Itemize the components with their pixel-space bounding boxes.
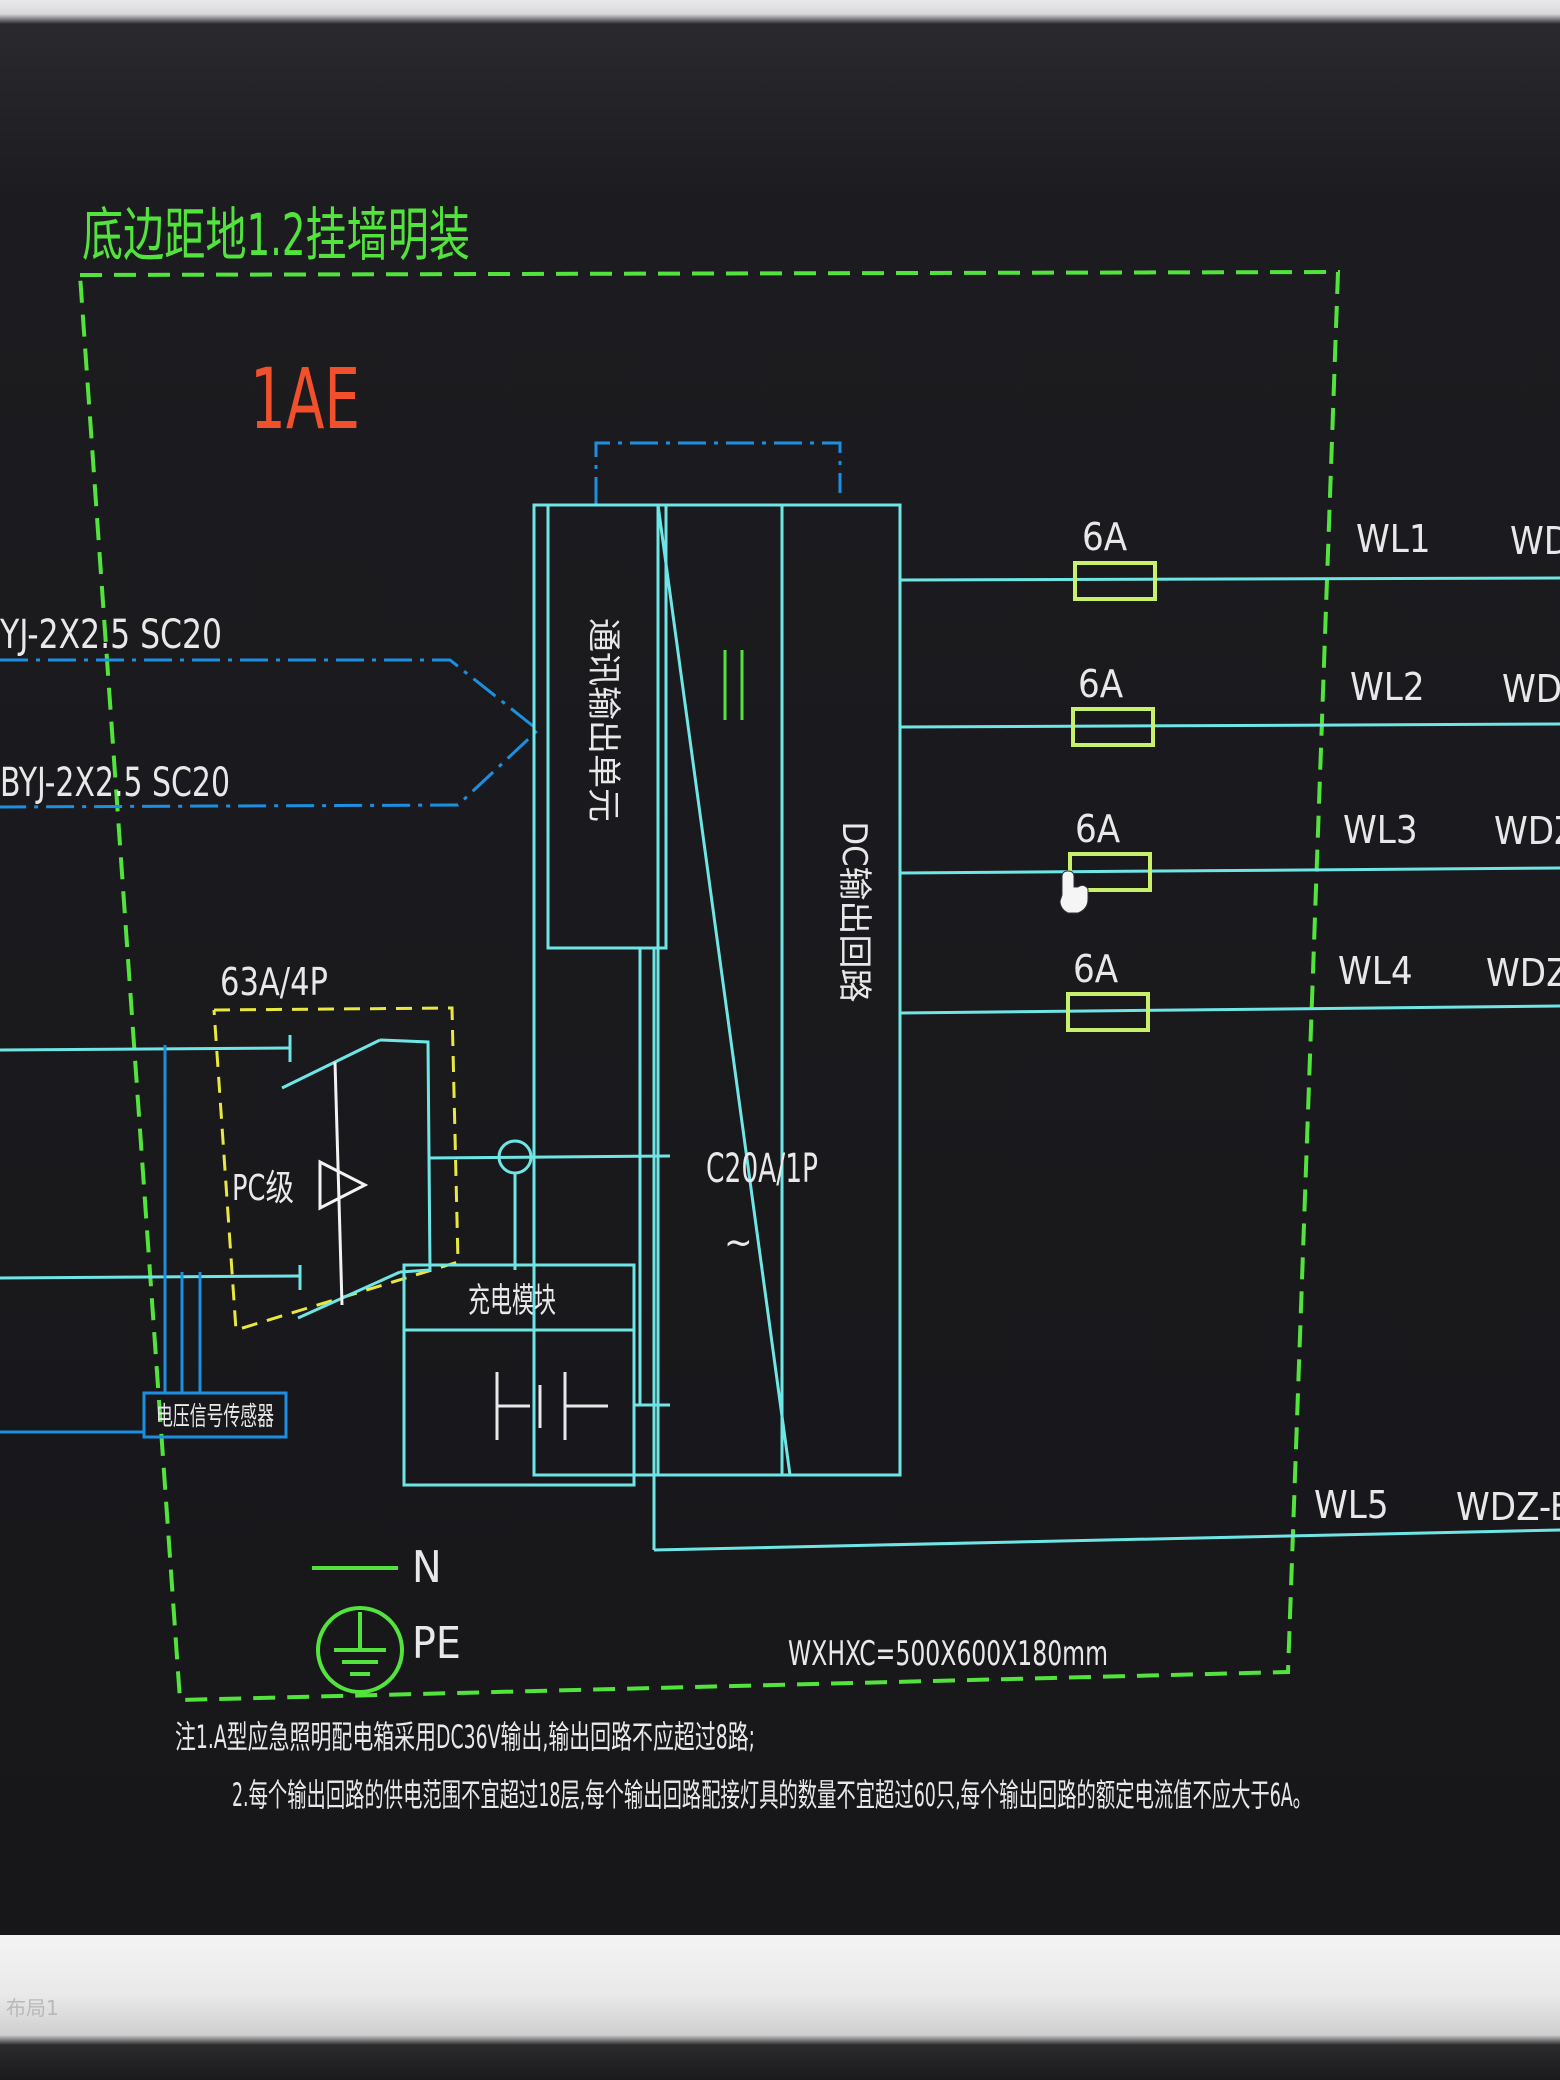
comm-unit-label: 通讯输出单元 [583,618,623,822]
cable-label-wl1: WDZ [1510,519,1560,563]
enclosure-boundary [77,269,1341,1703]
note-1: 注1.A型应急照明配电箱采用DC36V输出,输出回路不应超过8路; [175,1718,755,1756]
legend-pe: PE [412,1618,461,1669]
charging-module-label: 充电模块 [468,1281,556,1321]
comm-interface-box [594,441,842,505]
switch-wiring [0,1035,671,1320]
battery-icon [495,1372,608,1440]
dimension-label: WXHXC=500X600X180mm [788,1634,1108,1674]
cable-label-wl3: WDZ [1494,809,1560,853]
cable-label-wl4: WDZN [1486,951,1560,995]
pc-actuator-icon [318,1159,369,1211]
incoming-cables [0,658,541,809]
cable-label-wl5: WDZ-BY [1456,1485,1560,1529]
incoming-cable-2-label: BYJ-2X2.5 SC20 [0,760,230,806]
fuse-rating-1: 6A [1082,515,1128,559]
charging-module[interactable] [402,1263,670,1487]
capacitor-symbol [723,650,744,720]
incoming-cable-1-label: YJ-2X2.5 SC20 [0,612,222,658]
legend-n: N [412,1542,442,1593]
voltage-sensor-box[interactable] [142,1391,288,1439]
circuit-label-wl5: WL5 [1314,1483,1389,1527]
pc-label: PC级 [232,1168,294,1209]
fuse-wl4[interactable] [1066,992,1150,1032]
voltage-sensor-wiring [0,1045,288,1439]
status-bar [0,1935,1560,2080]
cabinet-frame [532,503,902,1477]
diagram-title: 底边距地1.2挂墙明装 [82,201,470,269]
fuse-wl1[interactable] [1073,561,1157,601]
dc-symbol-label: ~ [724,1220,753,1264]
note-2: 2.每个输出回路的供电范围不宜超过18层,每个输出回路配接灯具的数量不宜超过60… [232,1776,1312,1814]
dc-breaker-label: C20A/1P [706,1146,818,1192]
switch-enclosure [212,1006,460,1332]
fuse-rating-3: 6A [1075,807,1121,851]
panel-id: 1AE [250,350,360,448]
fuse-wl2[interactable] [1071,707,1155,747]
fuse-rating-4: 6A [1073,947,1119,991]
dc-circuit-label: DC输出回路 [834,822,874,1003]
outgoing-circuit-lines [638,576,1560,1552]
earth-icon [316,1606,404,1694]
voltage-sensor-label: 电压信号传感器 [156,1402,274,1432]
switch-rating-label: 63A/4P [220,960,328,1004]
circuit-label-wl1: WL1 [1356,517,1431,561]
cable-label-wl2: WDZ [1502,667,1560,711]
circuit-label-wl3: WL3 [1343,808,1418,852]
hand-cursor-icon [1059,870,1089,914]
circuit-label-wl4: WL4 [1338,949,1413,993]
circuit-label-wl2: WL2 [1350,665,1425,709]
fuse-rating-2: 6A [1078,662,1124,706]
switch-link [333,1061,344,1306]
layout-tab[interactable]: 布局1 [6,1996,59,2020]
